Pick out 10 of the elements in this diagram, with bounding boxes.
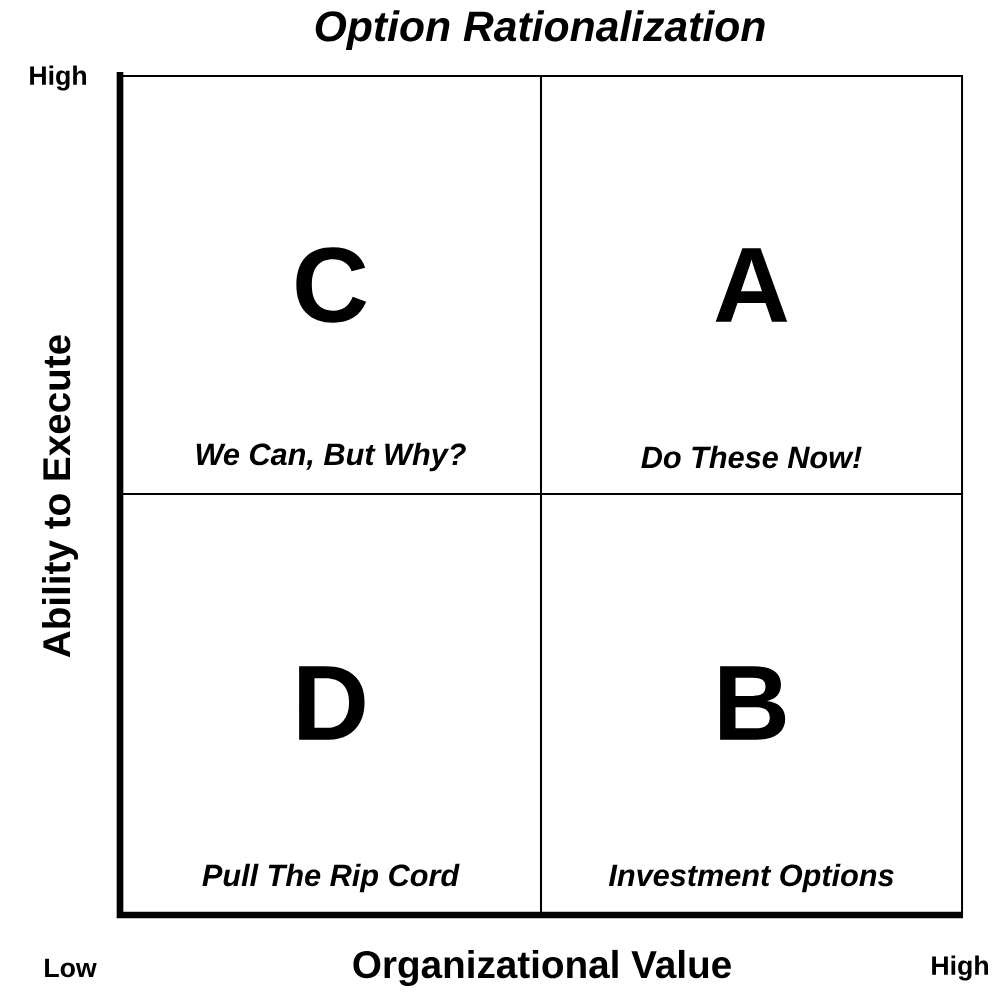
chart-title: Option Rationalization — [315, 10, 765, 50]
axis-end-label: High — [932, 955, 988, 981]
quadrant-box: B Investment Options — [539, 492, 964, 917]
axis-title: Ability to Execute — [42, 335, 79, 658]
quadrant-box: A Do These Now! — [539, 75, 964, 495]
axis-title: Organizational Value — [353, 949, 731, 987]
axis-end-label: Low — [45, 958, 97, 978]
quadrant-box: C We Can, But Why? — [118, 75, 543, 495]
quadrant-box: D Pull The Rip Cord — [118, 492, 543, 917]
axis-end-label: High — [30, 65, 86, 91]
